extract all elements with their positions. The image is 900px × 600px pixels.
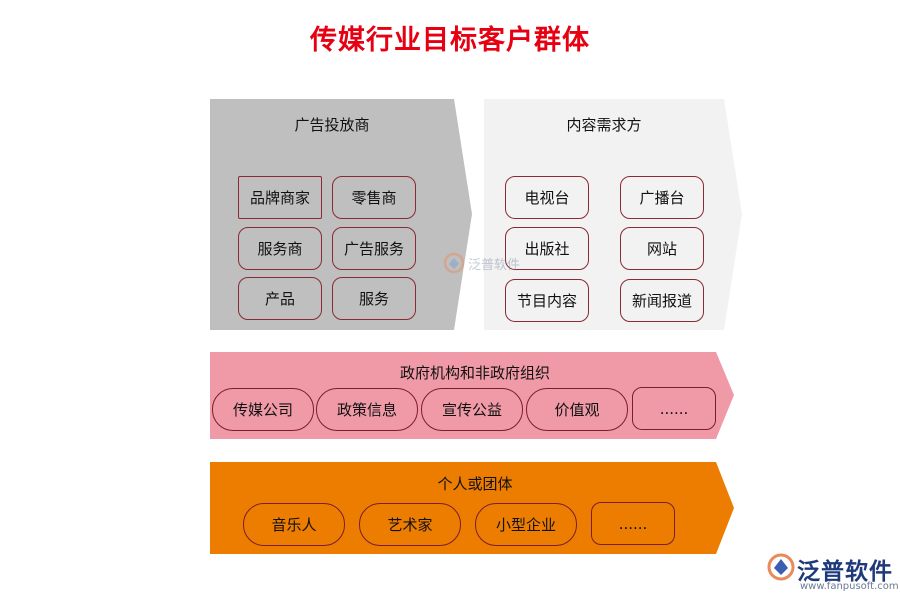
brand-logo: 泛普软件 www.fanpusoft.com [766, 550, 899, 596]
individuals-item-small-business: 小型企业 [475, 503, 577, 546]
fanpu-logo-icon [767, 553, 795, 581]
brand-name: 泛普软件 [797, 559, 893, 585]
content-item-tv-station: 电视台 [505, 176, 589, 219]
individuals-item-artist: 艺术家 [359, 503, 461, 546]
government-item-media-company: 传媒公司 [212, 388, 314, 431]
content-item-news: 新闻报道 [620, 279, 704, 322]
advertiser-item-retailer: 零售商 [332, 176, 416, 219]
page-title: 传媒行业目标客户群体 [310, 25, 590, 56]
advertiser-item-brand: 品牌商家 [238, 176, 322, 219]
content-item-publisher: 出版社 [505, 227, 589, 270]
government-label: 政府机构和非政府组织 [399, 364, 550, 382]
content-demand-band [484, 99, 742, 330]
advertiser-item-ad-service: 广告服务 [332, 227, 416, 270]
advertisers-label: 广告投放商 [294, 116, 370, 134]
government-item-more: ...... [632, 387, 716, 430]
government-item-policy-info: 政策信息 [316, 388, 418, 431]
individuals-item-more: ...... [591, 502, 675, 545]
content-item-website: 网站 [620, 227, 704, 270]
government-item-values: 价值观 [526, 388, 628, 431]
content-item-radio-station: 广播台 [620, 176, 704, 219]
content-item-program: 节目内容 [505, 279, 589, 322]
brand-url: www.fanpusoft.com [800, 581, 899, 592]
government-item-public-welfare: 宣传公益 [421, 388, 523, 431]
advertiser-item-product: 产品 [238, 277, 322, 320]
fanpu-logo-icon [443, 252, 465, 274]
watermark: 泛普软件 [443, 252, 520, 274]
individuals-label: 个人或团体 [437, 475, 513, 493]
watermark-text: 泛普软件 [468, 257, 521, 273]
individuals-item-musician: 音乐人 [243, 503, 345, 546]
content-demand-label: 内容需求方 [566, 116, 642, 134]
advertiser-item-service-provider: 服务商 [238, 227, 322, 270]
advertiser-item-service: 服务 [332, 277, 416, 320]
